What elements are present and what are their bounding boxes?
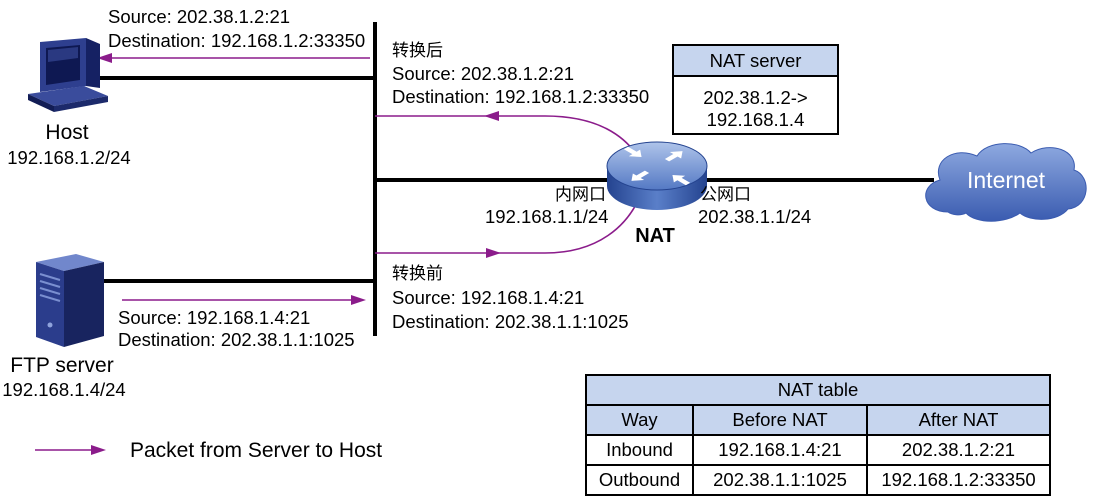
server-tower-icon (36, 254, 104, 347)
arrow-left-icon (484, 111, 499, 121)
ftp-server-ip: 192.168.1.4/24 (2, 379, 125, 400)
cell-before-nat: 202.38.1.1:1025 (692, 464, 868, 496)
nat-server-title: NAT server (674, 46, 837, 77)
host-packet-destination: Destination: 192.168.1.2:33350 (108, 30, 365, 51)
nat-table: NAT table Way Before NAT After NAT Inbou… (584, 374, 1052, 496)
arrow-right-icon (486, 248, 501, 258)
packet-path-after-nat (375, 111, 641, 161)
before-translation-source: Source: 192.168.1.4:21 (392, 287, 584, 308)
cloud-icon (925, 143, 1087, 222)
nat-table-title-row: NAT table (584, 374, 1052, 406)
ftp-packet-source: Source: 192.168.1.4:21 (118, 307, 310, 328)
arrow-left-icon (97, 53, 112, 63)
packet-path-from-ftp (122, 295, 366, 305)
cell-way: Inbound (585, 434, 694, 466)
nat-server-box: NAT server 202.38.1.2-> 192.168.1.4 (672, 44, 839, 135)
nat-device-label: NAT (635, 225, 675, 247)
router-icon (606, 141, 708, 210)
outside-interface-ip: 202.38.1.1/24 (698, 206, 811, 227)
desktop-computer-icon (28, 38, 108, 112)
cell-after-nat: 192.168.1.2:33350 (865, 464, 1052, 496)
ftp-packet-destination: Destination: 202.38.1.1:1025 (118, 329, 355, 350)
nat-table-title: NAT table (584, 374, 1052, 406)
host-label: Host (45, 121, 88, 144)
inside-interface-label: 内网口 (555, 185, 606, 205)
nat-table-header-row: Way Before NAT After NAT (585, 404, 1052, 436)
inside-interface-ip: 192.168.1.1/24 (485, 206, 608, 227)
column-header-after-nat: After NAT (865, 404, 1052, 436)
before-translation-destination: Destination: 202.38.1.1:1025 (392, 311, 629, 332)
cell-before-nat: 192.168.1.4:21 (692, 434, 868, 466)
internet-label: Internet (967, 167, 1046, 193)
packet-path-to-host (97, 53, 370, 63)
after-translation-heading: 转换后 (392, 41, 443, 61)
nat-server-mapping-line2: 192.168.1.4 (706, 109, 805, 130)
after-translation-destination: Destination: 192.168.1.2:33350 (392, 86, 649, 107)
legend: Packet from Server to Host (35, 439, 382, 462)
after-translation-source: Source: 202.38.1.2:21 (392, 63, 574, 84)
nat-server-mapping-line1: 202.38.1.2-> (703, 87, 808, 108)
table-row: Inbound 192.168.1.4:21 202.38.1.2:21 (585, 434, 1052, 466)
ftp-server-label: FTP server (10, 354, 113, 377)
column-header-before-nat: Before NAT (692, 404, 868, 436)
outside-interface-label: 公网口 (700, 185, 751, 205)
cell-after-nat: 202.38.1.2:21 (865, 434, 1052, 466)
cell-way: Outbound (585, 464, 694, 496)
arrow-right-icon (91, 445, 106, 455)
arrow-right-icon (351, 295, 366, 305)
before-translation-heading: 转换前 (392, 264, 443, 284)
nat-server-mapping: 202.38.1.2-> 192.168.1.4 (674, 77, 837, 131)
host-packet-source: Source: 202.38.1.2:21 (108, 6, 290, 27)
host-ip: 192.168.1.2/24 (7, 147, 130, 168)
table-row: Outbound 202.38.1.1:1025 192.168.1.2:333… (585, 464, 1052, 496)
legend-label: Packet from Server to Host (130, 439, 382, 462)
column-header-way: Way (585, 404, 694, 436)
